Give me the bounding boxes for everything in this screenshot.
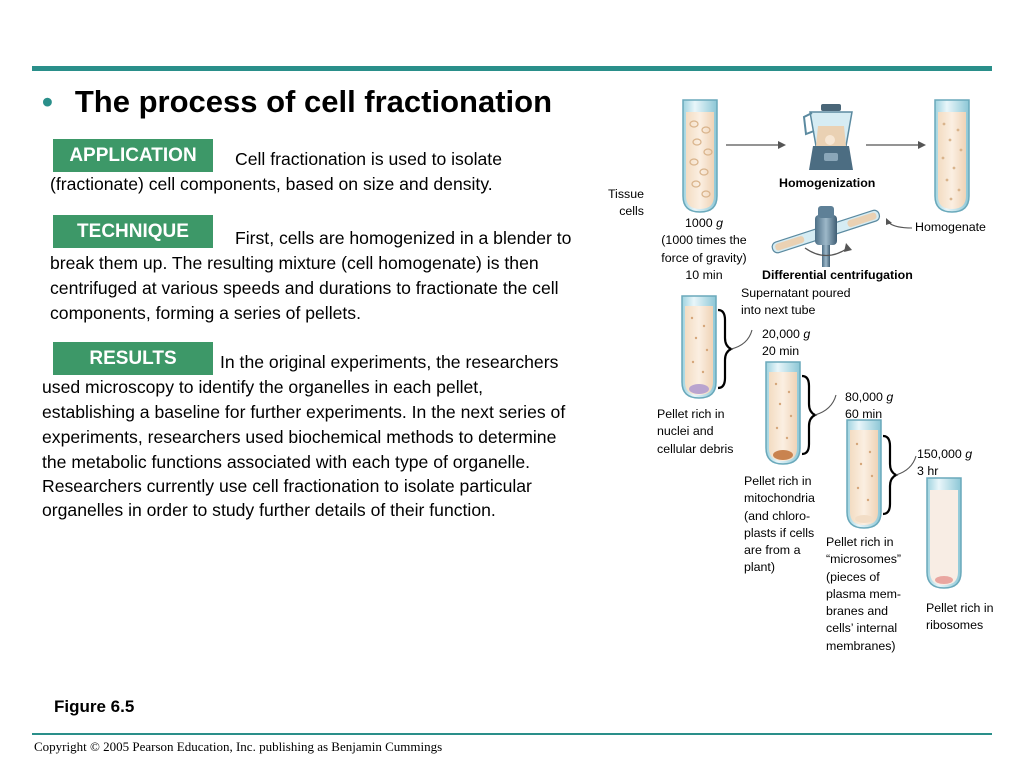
label-pellet-3: Pellet rich in “microsomes” (pieces of p… — [826, 534, 901, 655]
pellet-3-line-2: “microsomes” — [826, 552, 902, 567]
bracket-1 — [717, 308, 734, 390]
pellet-1-line-1: Pellet rich in — [657, 407, 725, 421]
pellet-3-line-1: Pellet rich in — [826, 535, 894, 549]
results-badge: RESULTS — [53, 342, 213, 375]
slide-title: • The process of cell fractionation — [42, 84, 552, 120]
spin-3-time: 60 min — [845, 407, 883, 422]
spin-3-g-value: 80,000 — [845, 390, 883, 404]
spin-4-force: 150,000 g — [917, 446, 972, 463]
figure-label: Figure 6.5 — [54, 697, 135, 716]
technique-line-2: break them up. The resulting mixture (ce… — [50, 253, 539, 273]
blender-icon — [802, 104, 853, 170]
pour-arrow-3 — [895, 455, 917, 476]
pellet-2-line-1: Pellet rich in — [744, 474, 812, 488]
title-bullet: • — [42, 84, 53, 119]
arrow-head-icon — [886, 218, 892, 225]
label-tissue-line: Tissue — [607, 187, 644, 201]
label-tissue-cells: Tissue cells — [602, 186, 644, 221]
pour-arrow-2 — [814, 394, 837, 416]
pellet-tube-2 — [765, 361, 801, 465]
pellet-4-line-2: ribosomes — [926, 618, 984, 633]
spin-2-g-unit: g — [803, 327, 811, 341]
pellet-2-line-4: plasts if cells — [744, 525, 815, 540]
results-line-3: establishing a baseline for further expe… — [42, 402, 566, 422]
pellet-1-line-2: nuclei and — [657, 424, 714, 439]
pellet-tube-4 — [926, 477, 962, 589]
pellet-tube-3 — [846, 419, 882, 529]
label-spin-1: 1000 g (1000 times the force of gravity)… — [642, 215, 766, 284]
label-spin-2: 20,000 g 20 min — [762, 326, 810, 361]
arrow-head-icon — [918, 141, 926, 149]
supernatant-line-2: into next tube — [741, 303, 816, 318]
spin-1-g-unit: g — [716, 216, 723, 230]
supernatant-line-1: Supernatant poured — [741, 286, 851, 300]
pellet-tube-1 — [681, 295, 717, 399]
pellet-3-line-6: cells’ internal — [826, 621, 898, 636]
spin-2-g-value: 20,000 — [762, 327, 800, 341]
application-line-1: Cell fractionation is used to isolate — [235, 149, 502, 169]
spin-4-g-value: 150,000 — [917, 447, 962, 461]
results-line-1: In the original experiments, the researc… — [220, 352, 559, 372]
label-homogenization: Homogenization — [779, 176, 876, 190]
technique-line-3: centrifuged at various speeds and durati… — [50, 278, 559, 298]
pellet-2-line-3: (and chloro- — [744, 508, 811, 523]
pour-arrow-1 — [730, 329, 753, 350]
top-rule — [32, 66, 992, 71]
bottom-rule — [32, 733, 992, 735]
technique-badge: TECHNIQUE — [53, 215, 213, 248]
results-line-6: Researchers currently use cell fractiona… — [42, 476, 532, 496]
label-differential-centrifugation: Differential centrifugation — [762, 268, 913, 282]
spin-1-g-value: 1000 — [685, 216, 713, 230]
homogenate-tube — [934, 99, 970, 213]
pellet-3-line-7: membranes) — [826, 638, 896, 653]
bracket-3 — [882, 434, 899, 516]
spin-2-force: 20,000 g — [762, 326, 810, 343]
results-line-4: experiments, researchers used biochemica… — [42, 427, 557, 447]
application-badge: APPLICATION — [53, 139, 213, 172]
pellet-3-line-5: branes and — [826, 604, 889, 619]
spin-1-line-3: 10 min — [685, 267, 723, 282]
spin-4-time: 3 hr — [917, 464, 939, 479]
pellet-2-line-6: plant) — [744, 560, 775, 575]
label-homogenate: Homogenate — [915, 220, 986, 234]
label-supernatant: Supernatant poured into next tube — [741, 285, 851, 320]
label-cells-line: cells — [619, 204, 644, 219]
bracket-2 — [801, 374, 818, 456]
results-line-5: the metabolic functions associated with … — [42, 452, 531, 472]
spin-2-time: 20 min — [762, 344, 800, 359]
results-line-2: used microscopy to identify the organell… — [42, 377, 484, 397]
label-pellet-4: Pellet rich in ribosomes — [926, 600, 994, 635]
spin-4-g-unit: g — [965, 447, 973, 461]
copyright: Copyright © 2005 Pearson Education, Inc.… — [34, 739, 443, 754]
arrow-head-icon — [778, 141, 786, 149]
spin-1-line-1: (1000 times the — [661, 233, 747, 248]
results-line-7: organelles in order to study further det… — [42, 500, 496, 520]
application-line-2: (fractionate) cell components, based on … — [50, 174, 493, 194]
spin-1-line-2: force of gravity) — [661, 250, 747, 265]
pellet-1-line-3: cellular debris — [657, 441, 734, 456]
pellet-2-line-2: mitochondria — [744, 491, 815, 506]
pellet-4-line-1: Pellet rich in — [926, 601, 994, 615]
pellet-2-line-5: are from a — [744, 543, 801, 558]
centrifuge-icon — [771, 206, 881, 267]
spin-3-g-unit: g — [886, 390, 894, 404]
spin-3-force: 80,000 g — [845, 389, 893, 406]
technique-line-4: components, forming a series of pellets. — [50, 303, 361, 323]
technique-line-1: First, cells are homogenized in a blende… — [235, 228, 572, 248]
label-spin-4: 150,000 g 3 hr — [917, 446, 972, 481]
label-spin-3: 80,000 g 60 min — [845, 389, 893, 424]
label-pellet-2: Pellet rich in mitochondria (and chloro-… — [744, 473, 815, 577]
label-pellet-1: Pellet rich in nuclei and cellular debri… — [657, 406, 733, 458]
title-text: The process of cell fractionation — [74, 84, 553, 119]
spin-1-force: 1000 g — [642, 215, 766, 232]
pellet-3-line-3: (pieces of — [826, 569, 880, 584]
tissue-cells-tube — [682, 99, 718, 213]
pellet-3-line-4: plasma mem- — [826, 586, 902, 601]
